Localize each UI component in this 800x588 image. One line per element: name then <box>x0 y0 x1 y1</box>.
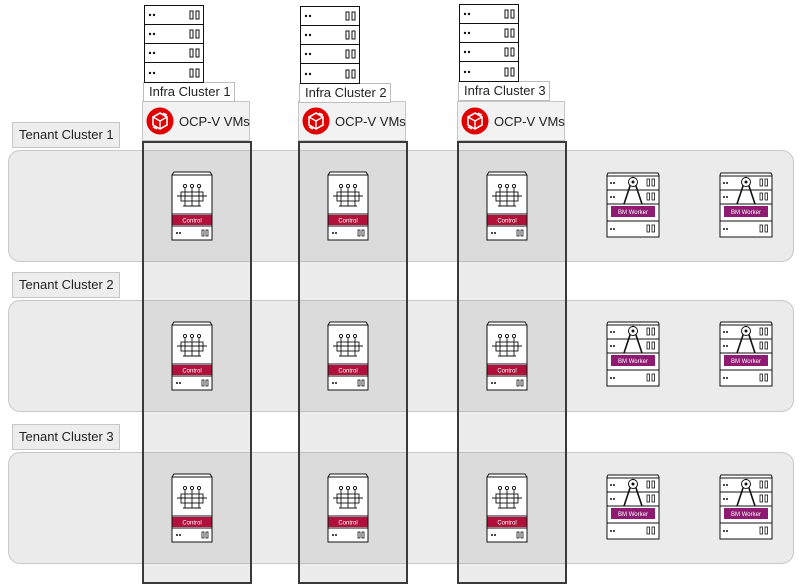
bm-worker-label: BM Worker <box>618 512 648 518</box>
control-node-label: Control <box>338 521 357 527</box>
control-node-icon: Control <box>486 473 528 543</box>
tenant-cluster-1-label: Tenant Cluster 1 <box>12 122 120 148</box>
tenant-cluster-1-band <box>8 150 794 262</box>
ocp-vms-label: OCP-V VMs <box>179 114 250 129</box>
server-rack-icon <box>300 6 360 84</box>
infra-cluster-2-label: Infra Cluster 2 <box>299 83 391 103</box>
infra-cluster-1-vms-header: OCP-V VMs <box>142 101 250 141</box>
infra-cluster-3-label: Infra Cluster 3 <box>458 81 550 101</box>
control-node-icon: Control <box>171 473 213 543</box>
control-node-label: Control <box>182 219 201 225</box>
bm-worker-label: BM Worker <box>731 359 761 365</box>
infra-cluster-3-vms-header: OCP-V VMs <box>457 101 565 141</box>
bm-worker-icon: BM Worker <box>606 474 660 540</box>
bm-worker-icon: BM Worker <box>606 172 660 238</box>
tenant-cluster-3-band <box>8 452 794 564</box>
control-node-label: Control <box>182 521 201 527</box>
ocp-vms-label: OCP-V VMs <box>335 114 406 129</box>
openshift-virtualization-icon <box>302 107 330 135</box>
tenant-cluster-2-band <box>8 300 794 412</box>
tenant-cluster-3-label: Tenant Cluster 3 <box>12 424 120 450</box>
control-node-label: Control <box>338 369 357 375</box>
bm-worker-icon: BM Worker <box>719 321 773 387</box>
control-node-label: Control <box>497 521 516 527</box>
control-node-label: Control <box>497 369 516 375</box>
control-node-icon: Control <box>171 171 213 241</box>
control-node-icon: Control <box>486 171 528 241</box>
control-node-icon: Control <box>327 171 369 241</box>
control-node-icon: Control <box>327 321 369 391</box>
control-node-label: Control <box>497 219 516 225</box>
control-node-icon: Control <box>171 321 213 391</box>
bm-worker-label: BM Worker <box>731 210 761 216</box>
infra-cluster-1-label: Infra Cluster 1 <box>143 82 235 102</box>
control-node-label: Control <box>182 369 201 375</box>
control-node-icon: Control <box>486 321 528 391</box>
bm-worker-label: BM Worker <box>618 359 648 365</box>
control-node-icon: Control <box>327 473 369 543</box>
bm-worker-icon: BM Worker <box>719 172 773 238</box>
tenant-cluster-2-label: Tenant Cluster 2 <box>12 272 120 298</box>
server-rack-icon <box>144 5 204 83</box>
infra-cluster-2-vms-header: OCP-V VMs <box>298 101 406 141</box>
openshift-virtualization-icon <box>461 107 489 135</box>
bm-worker-icon: BM Worker <box>606 321 660 387</box>
bm-worker-label: BM Worker <box>618 210 648 216</box>
ocp-vms-label: OCP-V VMs <box>494 114 565 129</box>
bm-worker-icon: BM Worker <box>719 474 773 540</box>
openshift-virtualization-icon <box>146 107 174 135</box>
server-rack-icon <box>459 4 519 82</box>
control-node-label: Control <box>338 219 357 225</box>
bm-worker-label: BM Worker <box>731 512 761 518</box>
